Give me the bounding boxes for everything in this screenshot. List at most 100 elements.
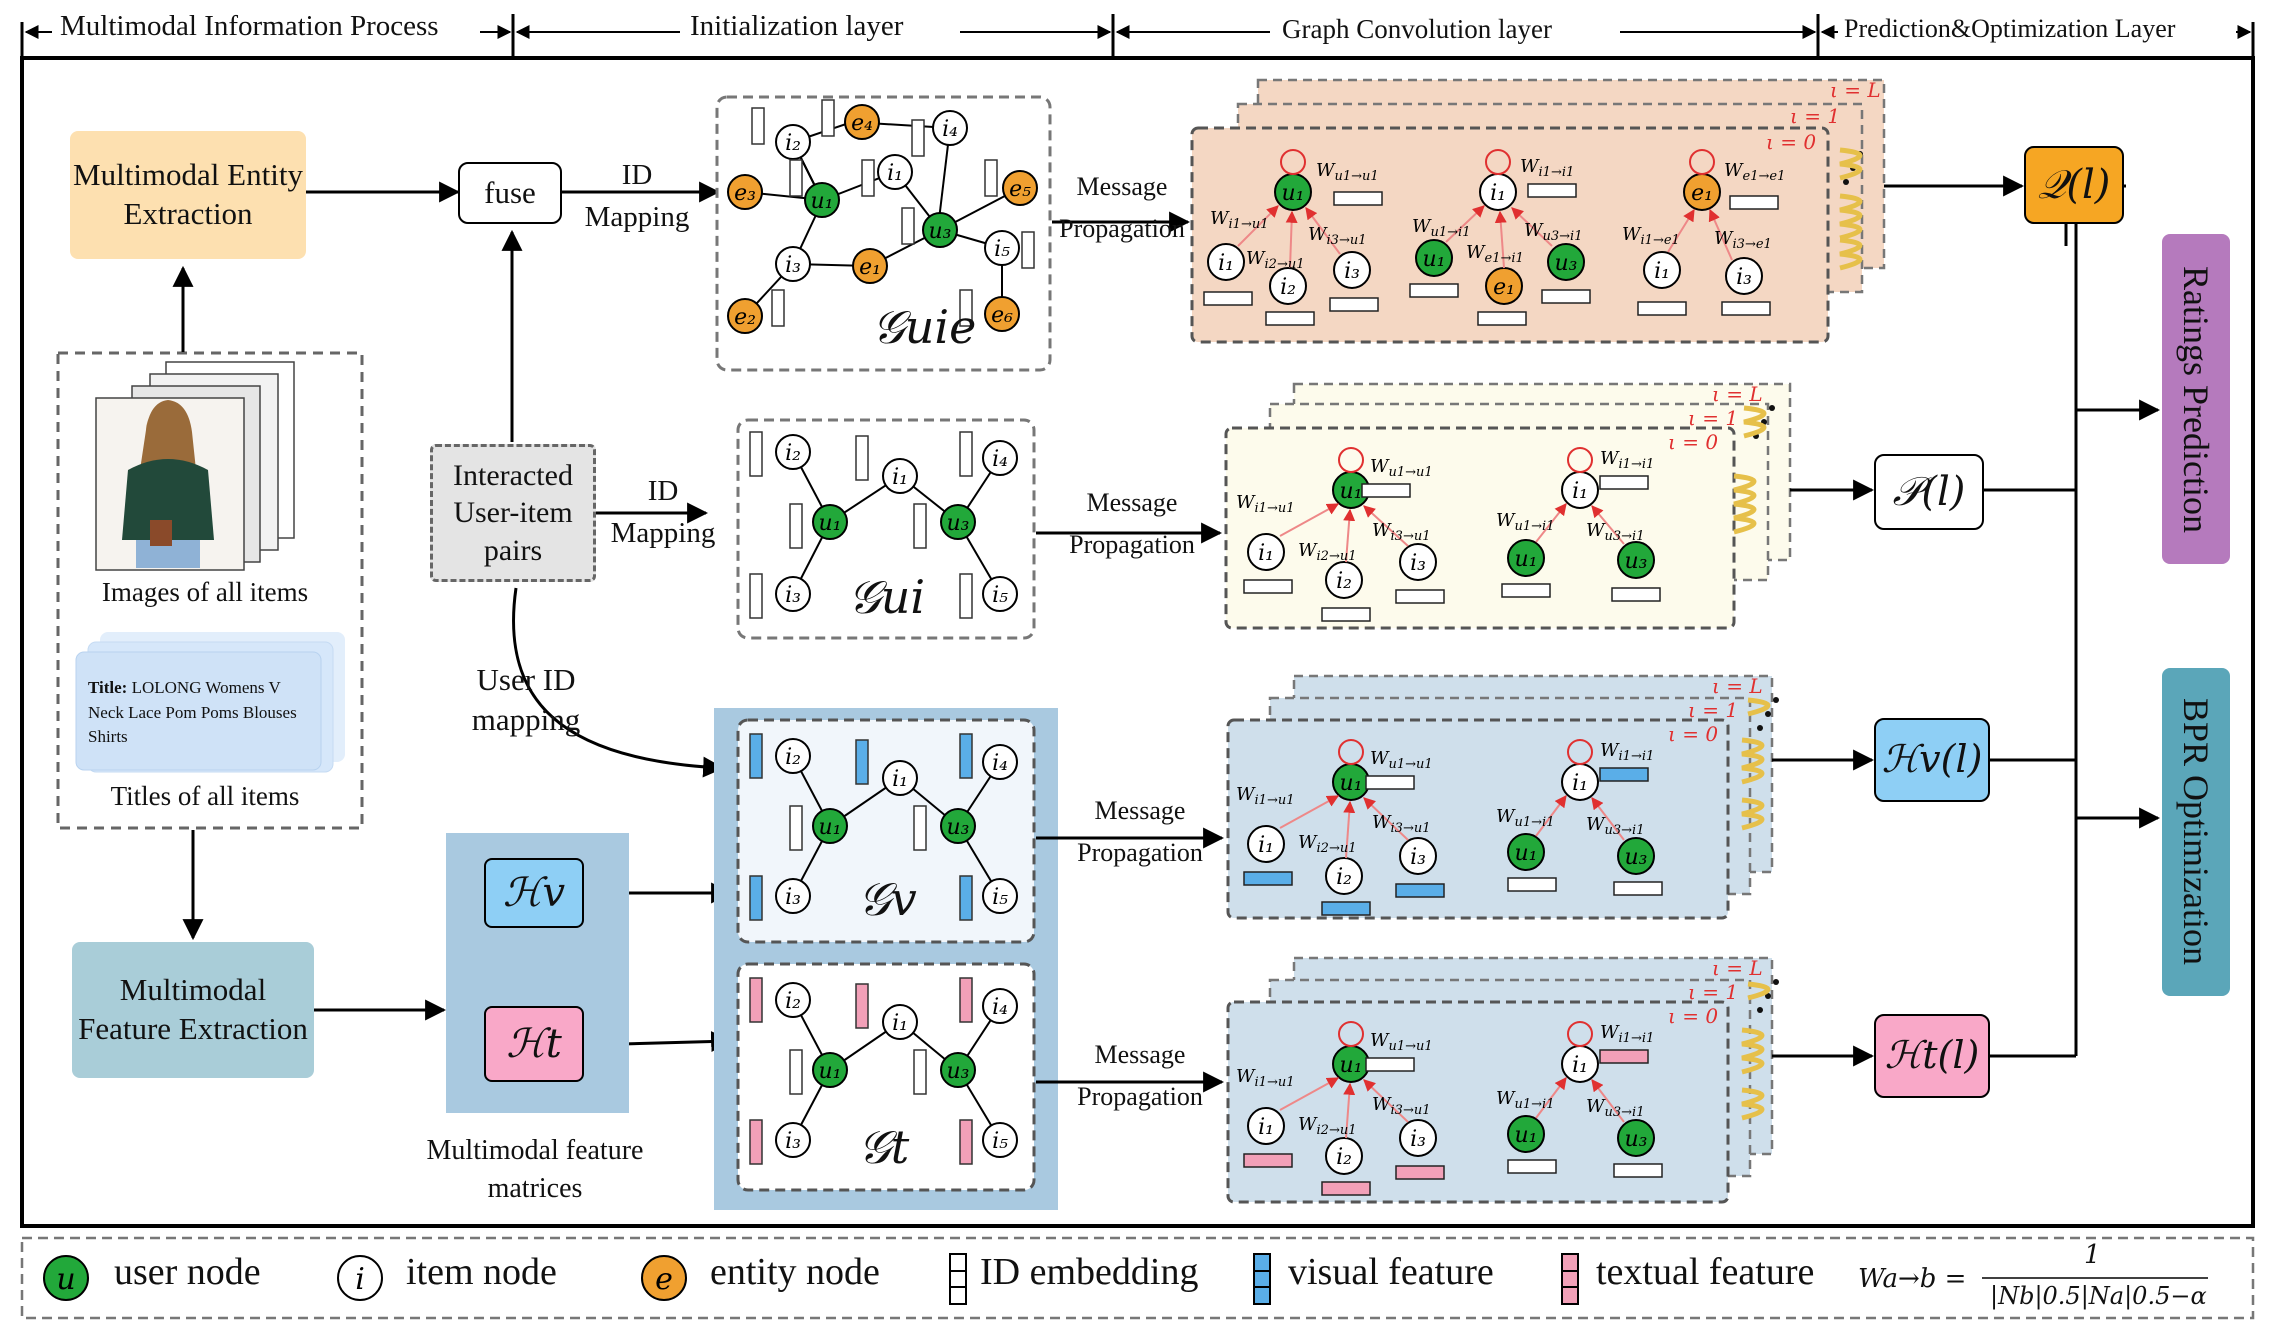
- item-title-card: Title: LOLONG Womens V Neck Lace Pom Pom…: [88, 676, 313, 750]
- svg-text:i₁: i₁: [1218, 251, 1234, 276]
- svg-text:u₁: u₁: [1282, 181, 1305, 206]
- svg-text:i₃: i₃: [1344, 259, 1360, 284]
- feature-matrices-caption: Multimodal feature matrices: [426, 1135, 644, 1204]
- header-init-layer: Initialization layer: [690, 10, 904, 42]
- svg-text:i₅: i₅: [992, 885, 1008, 910]
- svg-text:u₁: u₁: [1423, 247, 1446, 272]
- svg-text:i₃: i₃: [1410, 1127, 1426, 1152]
- svg-text:i₃: i₃: [785, 885, 801, 910]
- weighted-edges: [1237, 205, 1733, 1139]
- layer-0-label-4: ι = 0: [1668, 1004, 1719, 1028]
- self-loops: [1280, 149, 1715, 1047]
- svg-text:e₅: e₅: [1009, 177, 1031, 202]
- svg-text:i₁: i₁: [892, 1011, 908, 1036]
- svg-text:i₄: i₄: [992, 751, 1008, 776]
- svg-text:i₄: i₄: [942, 117, 958, 142]
- layer-L-label-4: ι = L: [1712, 956, 1763, 980]
- svg-text:u₃: u₃: [1625, 845, 1648, 870]
- graph-uie-title: 𝒢uie: [872, 300, 977, 354]
- svg-text:i₁: i₁: [1258, 541, 1274, 566]
- legend-symbols: [43, 1253, 1579, 1305]
- id-mapping-label-2: ID Mapping: [610, 475, 716, 550]
- item-images-stack: [95, 361, 295, 571]
- svg-text:e₆: e₆: [991, 303, 1013, 328]
- layer-1-label-3: ι = 1: [1688, 698, 1739, 722]
- svg-text:i₃: i₃: [785, 1129, 801, 1154]
- svg-text:i₃: i₃: [1410, 845, 1426, 870]
- svg-text:u₃: u₃: [1625, 549, 1648, 574]
- legend-formula-denominator: |Nb|0.5|Na|0.5−α: [1990, 1282, 2207, 1310]
- title-text: LOLONG Womens V Neck Lace Pom Poms Blous…: [88, 678, 297, 747]
- svg-text:i₁: i₁: [892, 465, 908, 490]
- legend-id-embedding: ID embedding: [980, 1251, 1199, 1293]
- svg-text:i₃: i₃: [1410, 551, 1426, 576]
- svg-text:i₁: i₁: [1654, 259, 1670, 284]
- svg-text:i₂: i₂: [1336, 1145, 1352, 1170]
- user-id-mapping-label: User ID mapping: [471, 662, 581, 738]
- ratings-prediction-box: Ratings Prediction: [2162, 234, 2230, 564]
- svg-text:u: u: [56, 1262, 75, 1297]
- fuse-box: fuse: [458, 162, 562, 224]
- hv-matrix: ℋv: [484, 858, 584, 928]
- svg-text:i₂: i₂: [1336, 865, 1352, 890]
- svg-text:u₃: u₃: [947, 511, 970, 536]
- ht-output: ℋt(l): [1874, 1014, 1990, 1098]
- svg-text:i: i: [355, 1262, 365, 1297]
- svg-text:i₂: i₂: [785, 989, 801, 1014]
- images-caption: Images of all items: [101, 577, 309, 607]
- q-output: 𝒬(l): [2024, 146, 2124, 224]
- legend-textual-feature: textual feature: [1596, 1251, 1815, 1293]
- svg-text:i₁: i₁: [892, 767, 908, 792]
- legend-formula-lhs: Wa→b =: [1858, 1264, 1967, 1294]
- svg-text:u₃: u₃: [1555, 251, 1578, 276]
- svg-text:i₅: i₅: [994, 237, 1010, 262]
- svg-text:e₃: e₃: [734, 181, 756, 206]
- layer-L-label-1: ι = L: [1830, 78, 1881, 102]
- hv-output: ℋv(l): [1874, 718, 1990, 802]
- svg-text:i₁: i₁: [1258, 833, 1274, 858]
- svg-text:u₁: u₁: [1515, 547, 1538, 572]
- multimodal-entity-extraction-box: Multimodal Entity Extraction: [70, 131, 306, 259]
- layer-0-label-1: ι = 0: [1766, 130, 1817, 154]
- layer-0-label-3: ι = 0: [1668, 722, 1719, 746]
- svg-text:u₁: u₁: [819, 511, 842, 536]
- svg-text:u₁: u₁: [1340, 771, 1363, 796]
- id-mapping-label-1: ID Mapping: [584, 159, 690, 234]
- layer-springs: [1733, 147, 1863, 1121]
- svg-text:i₁: i₁: [1490, 181, 1506, 206]
- header-graph-conv: Graph Convolution layer: [1282, 14, 1552, 44]
- layer-1-label-4: ι = 1: [1688, 980, 1739, 1004]
- legend-user-node: user node: [114, 1251, 261, 1293]
- svg-text:u₃: u₃: [929, 219, 952, 244]
- svg-text:i₃: i₃: [785, 583, 801, 608]
- header-pred-opt: Prediction&Optimization Layer: [1844, 14, 2176, 43]
- svg-text:e: e: [655, 1262, 673, 1297]
- svg-text:i₅: i₅: [992, 583, 1008, 608]
- svg-text:u₃: u₃: [947, 1059, 970, 1084]
- svg-text:i₂: i₂: [785, 441, 801, 466]
- p-output: 𝒫(l): [1874, 454, 1984, 530]
- svg-text:u₁: u₁: [1515, 1123, 1538, 1148]
- svg-text:i₄: i₄: [992, 447, 1008, 472]
- title-label: Title:: [88, 678, 128, 697]
- svg-text:e₂: e₂: [734, 305, 756, 330]
- svg-text:e₁: e₁: [1691, 181, 1713, 206]
- legend-item-node: item node: [406, 1251, 557, 1293]
- layer-1-label-1: ι = 1: [1790, 104, 1841, 128]
- svg-text:u₁: u₁: [811, 189, 834, 214]
- embedding-bars: [749, 99, 1035, 1165]
- svg-text:u₁: u₁: [1515, 841, 1538, 866]
- header-multimodal-info: Multimodal Information Process: [60, 10, 439, 42]
- svg-text:i₂: i₂: [785, 131, 801, 156]
- layer-1-label-2: ι = 1: [1688, 406, 1739, 430]
- svg-text:u₁: u₁: [819, 1059, 842, 1084]
- graph-t-title: 𝒢t: [858, 1120, 910, 1174]
- message-propagation-label-4: Message Propagation: [1077, 1040, 1203, 1111]
- svg-text:e₄: e₄: [851, 111, 873, 136]
- svg-text:i₁: i₁: [1572, 771, 1588, 796]
- svg-text:i₂: i₂: [1280, 275, 1296, 300]
- conv-embeddings: [1203, 183, 1779, 1196]
- svg-text:i₁: i₁: [1258, 1115, 1274, 1140]
